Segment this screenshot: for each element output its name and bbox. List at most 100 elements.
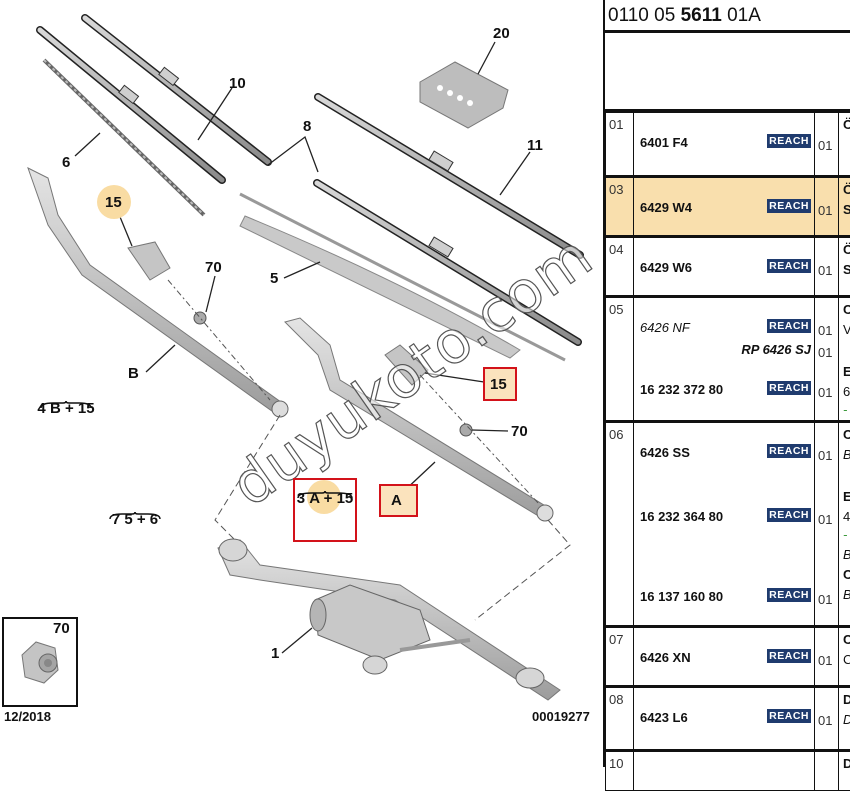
reach-badge: REACH — [767, 259, 811, 273]
reach-badge: REACH — [767, 508, 811, 522]
description-text: BAKIM — [843, 587, 850, 602]
quantity: 01 — [818, 385, 832, 400]
table-row[interactable]: 07 6426 XN REACH 01 CAM S CHAM — [606, 627, 850, 687]
group-3-box[interactable]: 3 A + 15 — [293, 478, 357, 542]
part-number[interactable]: 6401 F4 — [640, 135, 688, 150]
wiper-blade-10 — [40, 18, 268, 180]
description-text: ÖN CA — [843, 182, 850, 197]
quantity-cell: 01 — [815, 237, 839, 297]
callout-20: 20 — [493, 26, 510, 41]
brace-icon — [290, 491, 360, 499]
part-reference-cell: 6426 XN REACH — [634, 627, 815, 687]
description-cell: DÜZ CDÜZ — [839, 687, 850, 751]
row-number: 01 — [606, 113, 634, 177]
description-text: BAKIM — [843, 547, 850, 562]
quantity: 01 — [818, 448, 832, 463]
reach-badge: REACH — [767, 134, 811, 148]
callout-11: 11 — [527, 138, 543, 153]
part-number[interactable]: 16 232 372 80 — [640, 382, 723, 397]
callout-8: 8 — [303, 119, 311, 134]
description-text: E:ÖN — [843, 489, 850, 504]
row-number: 10 — [606, 751, 634, 791]
part-number[interactable]: 6429 W6 — [640, 260, 692, 275]
quantity-cell: 01 — [815, 177, 839, 237]
description-cell: CAM SBAKIME:ÖN450 M- VE YBAKIMCAM SBAKIM — [839, 422, 850, 627]
connector-20 — [420, 62, 508, 128]
description-cell: DÜZ C — [839, 751, 850, 791]
group-4: 4 B + 15 — [31, 400, 101, 417]
reach-badge: REACH — [767, 381, 811, 395]
cap-15-right — [385, 345, 428, 385]
callout-70-left: 70 — [205, 260, 222, 275]
description-text: - VE Y — [843, 527, 850, 542]
description-cell: ÖN CASOL — [839, 177, 850, 237]
description-text: CAM S — [843, 302, 850, 317]
table-row[interactable]: 01 6401 F4 REACH 01 ÖN CA — [606, 113, 850, 177]
quantity-cell — [815, 751, 839, 791]
reach-badge: REACH — [767, 649, 811, 663]
quantity: 01 — [818, 323, 832, 338]
part-number[interactable]: 16 232 364 80 — [640, 509, 723, 524]
brace-icon — [100, 512, 170, 520]
reach-badge: REACH — [767, 588, 811, 602]
inset-callout-70: 70 — [53, 621, 70, 636]
description-text: CHAM — [843, 652, 850, 667]
description-text: ÖN CA — [843, 117, 850, 132]
table-row[interactable]: 08 6423 L6 REACH 01 DÜZ CDÜZ — [606, 687, 850, 751]
part-reference-cell: 6426 SS REACH 16 232 364 80 REACH 16 137 160… — [634, 422, 815, 627]
quantity-cell: 01 — [815, 113, 839, 177]
reach-badge: REACH — [767, 709, 811, 723]
callout-10: 10 — [229, 76, 246, 91]
table-row[interactable]: 10 DÜZ C — [606, 751, 850, 791]
parts-diagram: 20 10 8 11 6 5 15 70 B duyukoto.com 15 7… — [0, 0, 603, 767]
part-reference-cell: 6429 W6 REACH — [634, 237, 815, 297]
group-7: 7 5 + 6 — [100, 511, 170, 528]
quantity: 01 — [818, 713, 832, 728]
part-number[interactable]: 6426 SS — [640, 445, 690, 460]
callout-5: 5 — [270, 271, 278, 286]
row-number: 03 — [606, 177, 634, 237]
row-number: 08 — [606, 687, 634, 751]
description-text: CAM S — [843, 427, 850, 442]
description-cell: CAM SVALEE:ÖN600 M- VE Y — [839, 297, 850, 422]
callout-b: B — [128, 366, 139, 381]
quantity: 01 — [818, 653, 832, 668]
reference-prefix: 0110 05 — [608, 5, 681, 26]
description-text: 450 M — [843, 509, 850, 524]
part-number[interactable]: 6429 W4 — [640, 200, 692, 215]
cap-15-left — [128, 242, 170, 280]
wiper-arm-b — [28, 168, 288, 417]
reference-suffix: 01A — [722, 5, 761, 26]
callout-6: 6 — [62, 155, 70, 170]
description-text: E:ÖN — [843, 364, 850, 379]
brace-icon — [31, 401, 101, 409]
callout-15-right-box[interactable]: 15 — [483, 367, 517, 401]
callout-a-box[interactable]: A — [379, 484, 418, 517]
callout-70-right: 70 — [511, 424, 528, 439]
part-number[interactable]: 6423 L6 — [640, 710, 688, 725]
row-number: 07 — [606, 627, 634, 687]
header-blank-area — [605, 33, 850, 112]
diagram-date: 12/2018 — [4, 710, 51, 723]
callout-a: A — [391, 493, 402, 508]
part-number[interactable]: 6426 NF — [640, 320, 690, 335]
description-text: DÜZ C — [843, 756, 850, 771]
part-number[interactable]: 16 137 160 80 — [640, 589, 723, 604]
callout-15-right: 15 — [490, 377, 507, 392]
quantity: 01 — [818, 203, 832, 218]
part-number[interactable]: RP 6426 SJ — [741, 342, 811, 357]
part-reference-cell: 6401 F4 REACH — [634, 113, 815, 177]
description-text: CAM S — [843, 567, 850, 582]
description-text: CAM S — [843, 632, 850, 647]
quantity-cell: 01 — [815, 687, 839, 751]
reference-bold: 5611 — [681, 5, 722, 26]
part-reference-cell: 6423 L6 REACH — [634, 687, 815, 751]
part-number[interactable]: 6426 XN — [640, 650, 691, 665]
